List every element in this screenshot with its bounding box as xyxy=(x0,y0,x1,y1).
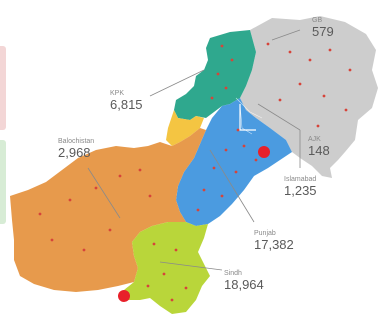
case-dot xyxy=(146,284,150,288)
case-dot xyxy=(278,98,282,102)
case-dot xyxy=(242,144,246,148)
case-dot xyxy=(82,248,86,252)
case-dot xyxy=(254,158,258,162)
case-dot xyxy=(344,108,348,112)
case-dot xyxy=(94,186,98,190)
region-balochistan[interactable] xyxy=(10,128,206,292)
side-tab-red[interactable] xyxy=(0,46,6,130)
case-dot xyxy=(184,286,188,290)
label-balochistan-value: 2,968 xyxy=(58,145,91,160)
case-dot xyxy=(236,128,240,132)
case-dot xyxy=(230,58,234,62)
case-dot xyxy=(316,124,320,128)
case-dot xyxy=(118,174,122,178)
region-sindh[interactable] xyxy=(124,222,210,314)
case-dot xyxy=(322,94,326,98)
case-dot xyxy=(298,82,302,86)
leader-ajk xyxy=(257,103,301,131)
label-punjab-value: 17,382 xyxy=(254,237,294,252)
hotspot-islamabad-marker[interactable] xyxy=(258,146,270,158)
case-dot xyxy=(216,72,220,76)
label-ajk-value: 148 xyxy=(308,143,330,158)
label-sindh: Sindh 18,964 xyxy=(224,270,264,291)
case-dot xyxy=(148,194,152,198)
label-balochistan: Balochistan 2,968 xyxy=(58,138,94,159)
case-dot xyxy=(224,148,228,152)
leader-kpk xyxy=(149,69,205,97)
case-dot xyxy=(212,166,216,170)
case-dot xyxy=(174,248,178,252)
case-dot xyxy=(68,198,72,202)
region-gb[interactable] xyxy=(240,16,378,178)
case-dot xyxy=(308,58,312,62)
leader-punjab xyxy=(209,149,255,223)
case-dot xyxy=(348,68,352,72)
region-islamabad[interactable] xyxy=(166,110,204,146)
case-dot xyxy=(266,42,270,46)
case-dot xyxy=(138,168,142,172)
case-dot xyxy=(234,170,238,174)
case-dot xyxy=(288,50,292,54)
leader-gb xyxy=(271,29,301,41)
label-islamabad: Islamabad 1,235 xyxy=(284,176,317,197)
case-dot xyxy=(224,86,228,90)
label-punjab-name: Punjab xyxy=(254,230,276,237)
hotspot-karachi-marker[interactable] xyxy=(118,290,130,302)
label-gb-value: 579 xyxy=(312,24,334,39)
label-kpk: KPK 6,815 xyxy=(110,90,143,111)
case-dot xyxy=(328,48,332,52)
label-punjab: Punjab 17,382 xyxy=(254,230,294,251)
case-dot xyxy=(50,238,54,242)
label-balochistan-name: Balochistan xyxy=(58,138,95,145)
side-tab-green[interactable] xyxy=(0,140,6,224)
label-kpk-value: 6,815 xyxy=(110,97,143,112)
case-dot xyxy=(202,188,206,192)
label-gb-name: GB xyxy=(312,17,323,24)
case-dot xyxy=(210,96,214,100)
leader-sindh xyxy=(159,261,223,271)
case-dot xyxy=(196,208,200,212)
case-dot xyxy=(220,44,224,48)
label-islamabad-name: Islamabad xyxy=(284,176,317,183)
region-punjab[interactable] xyxy=(176,98,292,226)
case-dot xyxy=(152,242,156,246)
case-dot xyxy=(108,228,112,232)
region-kpk[interactable] xyxy=(174,30,256,120)
leader-balochistan xyxy=(87,167,121,219)
label-ajk: AJK 148 xyxy=(308,136,330,157)
label-sindh-value: 18,964 xyxy=(224,277,264,292)
case-dot xyxy=(162,272,166,276)
label-ajk-name: AJK xyxy=(308,136,321,143)
case-dot xyxy=(170,298,174,302)
label-kpk-name: KPK xyxy=(110,90,125,97)
label-sindh-name: Sindh xyxy=(224,270,242,277)
case-dot xyxy=(220,194,224,198)
label-islamabad-value: 1,235 xyxy=(284,183,317,198)
label-gb: GB 579 xyxy=(312,17,334,38)
case-dot xyxy=(38,212,42,216)
